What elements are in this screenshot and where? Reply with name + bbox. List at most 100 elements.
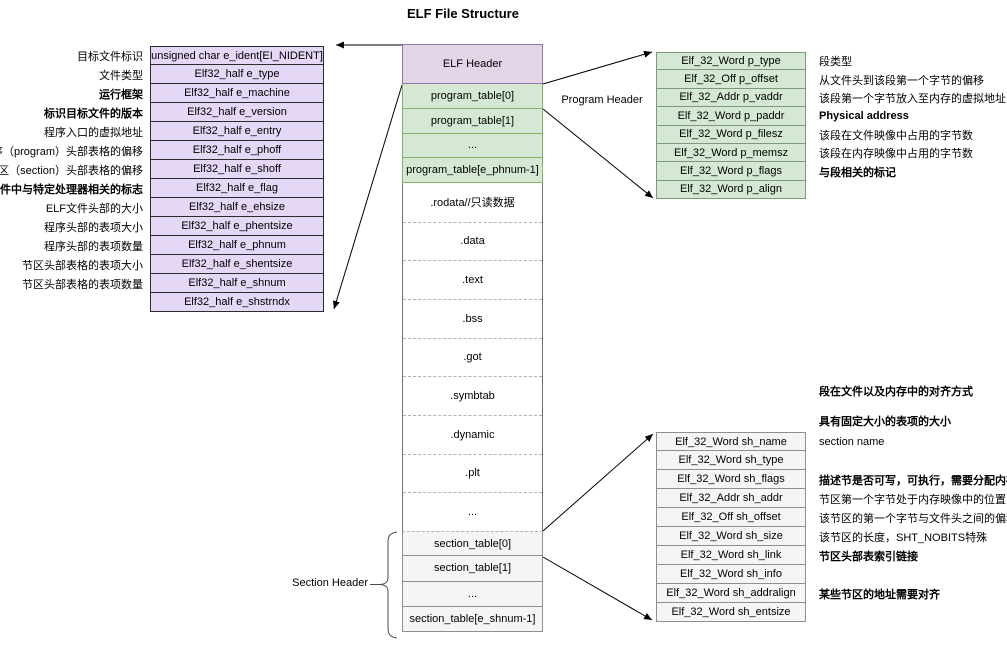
elf-header-box: ELF Header	[402, 44, 543, 84]
section-header-field-cell: Elf_32_Word sh_info	[656, 565, 806, 584]
program-header-field-cell: Elf_32_Word p_memsz	[656, 143, 806, 163]
section-header-field-cell: Elf_32_Word sh_addralign	[656, 584, 806, 603]
program-header-field-cell: Elf_32_Off p_offset	[656, 70, 806, 89]
field-description-label: 从文件头到该段第一个字节的偏移	[819, 74, 984, 87]
elf-file-layout-stack: ELF Header program_table[0] program_tabl…	[402, 44, 543, 633]
program-header-field-cell: Elf_32_Addr p_vaddr	[656, 88, 806, 108]
section-entry: .dynamic	[403, 414, 542, 454]
table-row: 节区头部表格的表项数量 Elf32_half e_shnum	[0, 274, 331, 293]
field-description-label: 节区头部表索引链接	[819, 550, 918, 563]
table-row: 文件类型 Elf32_half e_type	[0, 65, 331, 84]
table-row: 程序头部的表项大小 Elf32_half e_phentsize	[0, 217, 331, 236]
field-description-label: 与段相关的标记	[819, 166, 896, 179]
field-description-label: 文件中与特定处理器相关的标志	[0, 183, 143, 196]
section-header-field-cell: Elf_32_Addr sh_addr	[656, 489, 806, 508]
section-header-field-cell: Elf_32_Word sh_entsize	[656, 603, 806, 622]
section-table-entry: section_table[1]	[402, 556, 543, 582]
field-description-label	[0, 293, 150, 312]
field-description-label	[806, 565, 819, 584]
table-row: Elf_32_Off sh_offset 该节区的第一个字节与文件头之间的偏移	[656, 508, 1007, 527]
program-header-field-cell: Elf_32_Word p_flags	[656, 162, 806, 181]
elf-header-field-cell: Elf32_half e_shstrndx	[150, 293, 324, 312]
arrow-programtable-to-table-bottom	[542, 108, 654, 199]
program-table-rows: program_table[0] program_table[1] ... pr…	[402, 84, 543, 183]
table-row: 目标文件标识 unsigned char e_ident[EI_NIDENT]	[0, 46, 331, 65]
field-description-label: 程序头部的表项大小	[44, 221, 143, 234]
elf-header-field-cell: Elf32_half e_shentsize	[150, 255, 324, 274]
arrow-programtable-to-table-top	[542, 50, 653, 85]
section-table-entry: section_table[e_shnum-1]	[402, 606, 543, 633]
table-row: ELF文件头部的大小 Elf32_half e_ehsize	[0, 198, 331, 217]
field-description-label: 程序（program）头部表格的偏移	[0, 145, 143, 158]
elf-header-field-cell: Elf32_half e_flag	[150, 179, 324, 198]
section-entry: .bss	[403, 298, 542, 338]
table-row: 程序（program）头部表格的偏移 Elf32_half e_phoff	[0, 141, 331, 160]
table-row: Elf32_half e_shstrndx	[0, 293, 331, 312]
elf-header-field-cell: Elf32_half e_phnum	[150, 236, 324, 255]
table-row: Elf_32_Word p_align	[656, 180, 1006, 200]
section-header-label: Section Header	[292, 577, 368, 589]
section-entry: .rodata//只读数据	[403, 183, 542, 222]
page-title: ELF File Structure	[407, 6, 519, 21]
section-entry: .symbtab	[403, 376, 542, 415]
program-table-entry: program_table[0]	[402, 84, 543, 109]
program-header-field-cell: Elf_32_Word p_type	[656, 52, 806, 71]
field-description-label: 节区（section）头部表格的偏移	[0, 164, 143, 177]
section-header-table: Elf_32_Word sh_name section name Elf_32_…	[656, 432, 1007, 622]
field-description-label: 该段第一个字节放入至内存的虚拟地址	[819, 92, 1006, 105]
field-description-label: 标识目标文件的版本	[44, 107, 143, 120]
program-header-field-cell: Elf_32_Word p_align	[656, 180, 806, 200]
section-entry: ...	[403, 492, 542, 531]
field-description-label: 节区头部表格的表项大小	[22, 259, 143, 272]
section-header-brace	[379, 531, 398, 639]
table-row: 运行框架 Elf32_half e_machine	[0, 84, 331, 103]
table-row: Elf_32_Off p_offset 从文件头到该段第一个字节的偏移	[656, 70, 1006, 89]
program-header-table: Elf_32_Word p_type 段类型 Elf_32_Off p_offs…	[656, 52, 1006, 200]
field-description-label: 节区第一个字节处于内存映像中的位置	[819, 493, 1006, 506]
table-row: Elf_32_Word sh_link 节区头部表索引链接	[656, 546, 1007, 565]
table-row: 节区头部表格的表项大小 Elf32_half e_shentsize	[0, 255, 331, 274]
field-description-label: 描述节是否可写，可执行，需要分配内存等	[819, 474, 1007, 487]
elf-header-field-cell: Elf32_half e_shoff	[150, 160, 324, 179]
arrow-elfheader-to-fields-bottom	[332, 84, 403, 310]
field-description-label: 目标文件标识	[77, 50, 143, 63]
table-row: Elf_32_Word sh_entsize	[656, 603, 1007, 622]
field-description-label	[806, 603, 819, 622]
program-table-entry: program_table[1]	[402, 108, 543, 134]
arrow-sectiontable-to-table-top	[542, 433, 654, 532]
table-row: 程序头部的表项数量 Elf32_half e_phnum	[0, 236, 331, 255]
elf-header-field-cell: unsigned char e_ident[EI_NIDENT]	[150, 46, 324, 65]
program-header-field-cell: Elf_32_Word p_paddr	[656, 107, 806, 126]
table-row: Elf_32_Addr p_vaddr 该段第一个字节放入至内存的虚拟地址	[656, 88, 1006, 108]
elf-header-field-cell: Elf32_half e_type	[150, 65, 324, 84]
program-header-label: Program Header	[561, 94, 643, 106]
field-description-label: 运行框架	[99, 88, 143, 101]
table-row: Elf_32_Word sh_flags 描述节是否可写，可执行，需要分配内存等	[656, 470, 1007, 489]
section-header-field-cell: Elf_32_Word sh_size	[656, 527, 806, 546]
field-description-label: section name	[819, 435, 885, 448]
elf-header-field-cell: Elf32_half e_ehsize	[150, 198, 324, 217]
table-row: 标识目标文件的版本 Elf32_half e_version	[0, 103, 331, 122]
table-row: Elf_32_Word p_type 段类型	[656, 52, 1006, 71]
elf-header-field-cell: Elf32_half e_shnum	[150, 274, 324, 293]
elf-header-field-cell: Elf32_half e_phentsize	[150, 217, 324, 236]
section-header-field-cell: Elf_32_Word sh_type	[656, 451, 806, 470]
table-row: 文件中与特定处理器相关的标志 Elf32_half e_flag	[0, 179, 331, 198]
field-description-label: 节区头部表格的表项数量	[22, 278, 143, 291]
table-row: Elf_32_Addr sh_addr 节区第一个字节处于内存映像中的位置	[656, 489, 1007, 508]
field-description-label: ELF文件头部的大小	[45, 202, 143, 215]
field-description-label: 该段在文件映像中占用的字节数	[819, 129, 973, 142]
table-row: 节区（section）头部表格的偏移 Elf32_half e_shoff	[0, 160, 331, 179]
section-header-field-cell: Elf_32_Off sh_offset	[656, 508, 806, 527]
elf-header-fields-table: 目标文件标识 unsigned char e_ident[EI_NIDENT] …	[0, 46, 331, 312]
section-rows: .rodata//只读数据 .data .text .bss .got .sym…	[402, 183, 543, 531]
table-row: Elf_32_Word sh_info	[656, 565, 1007, 584]
section-table-entry: ...	[402, 581, 543, 607]
section-entry: .text	[403, 260, 542, 299]
program-table-entry: ...	[402, 133, 543, 159]
section-entry: .data	[403, 221, 542, 261]
field-description-label: 该节区的长度，SHT_NOBITS特殊	[819, 531, 988, 544]
section-header-field-cell: Elf_32_Word sh_flags	[656, 470, 806, 489]
elf-header-field-cell: Elf32_half e_entry	[150, 122, 324, 141]
